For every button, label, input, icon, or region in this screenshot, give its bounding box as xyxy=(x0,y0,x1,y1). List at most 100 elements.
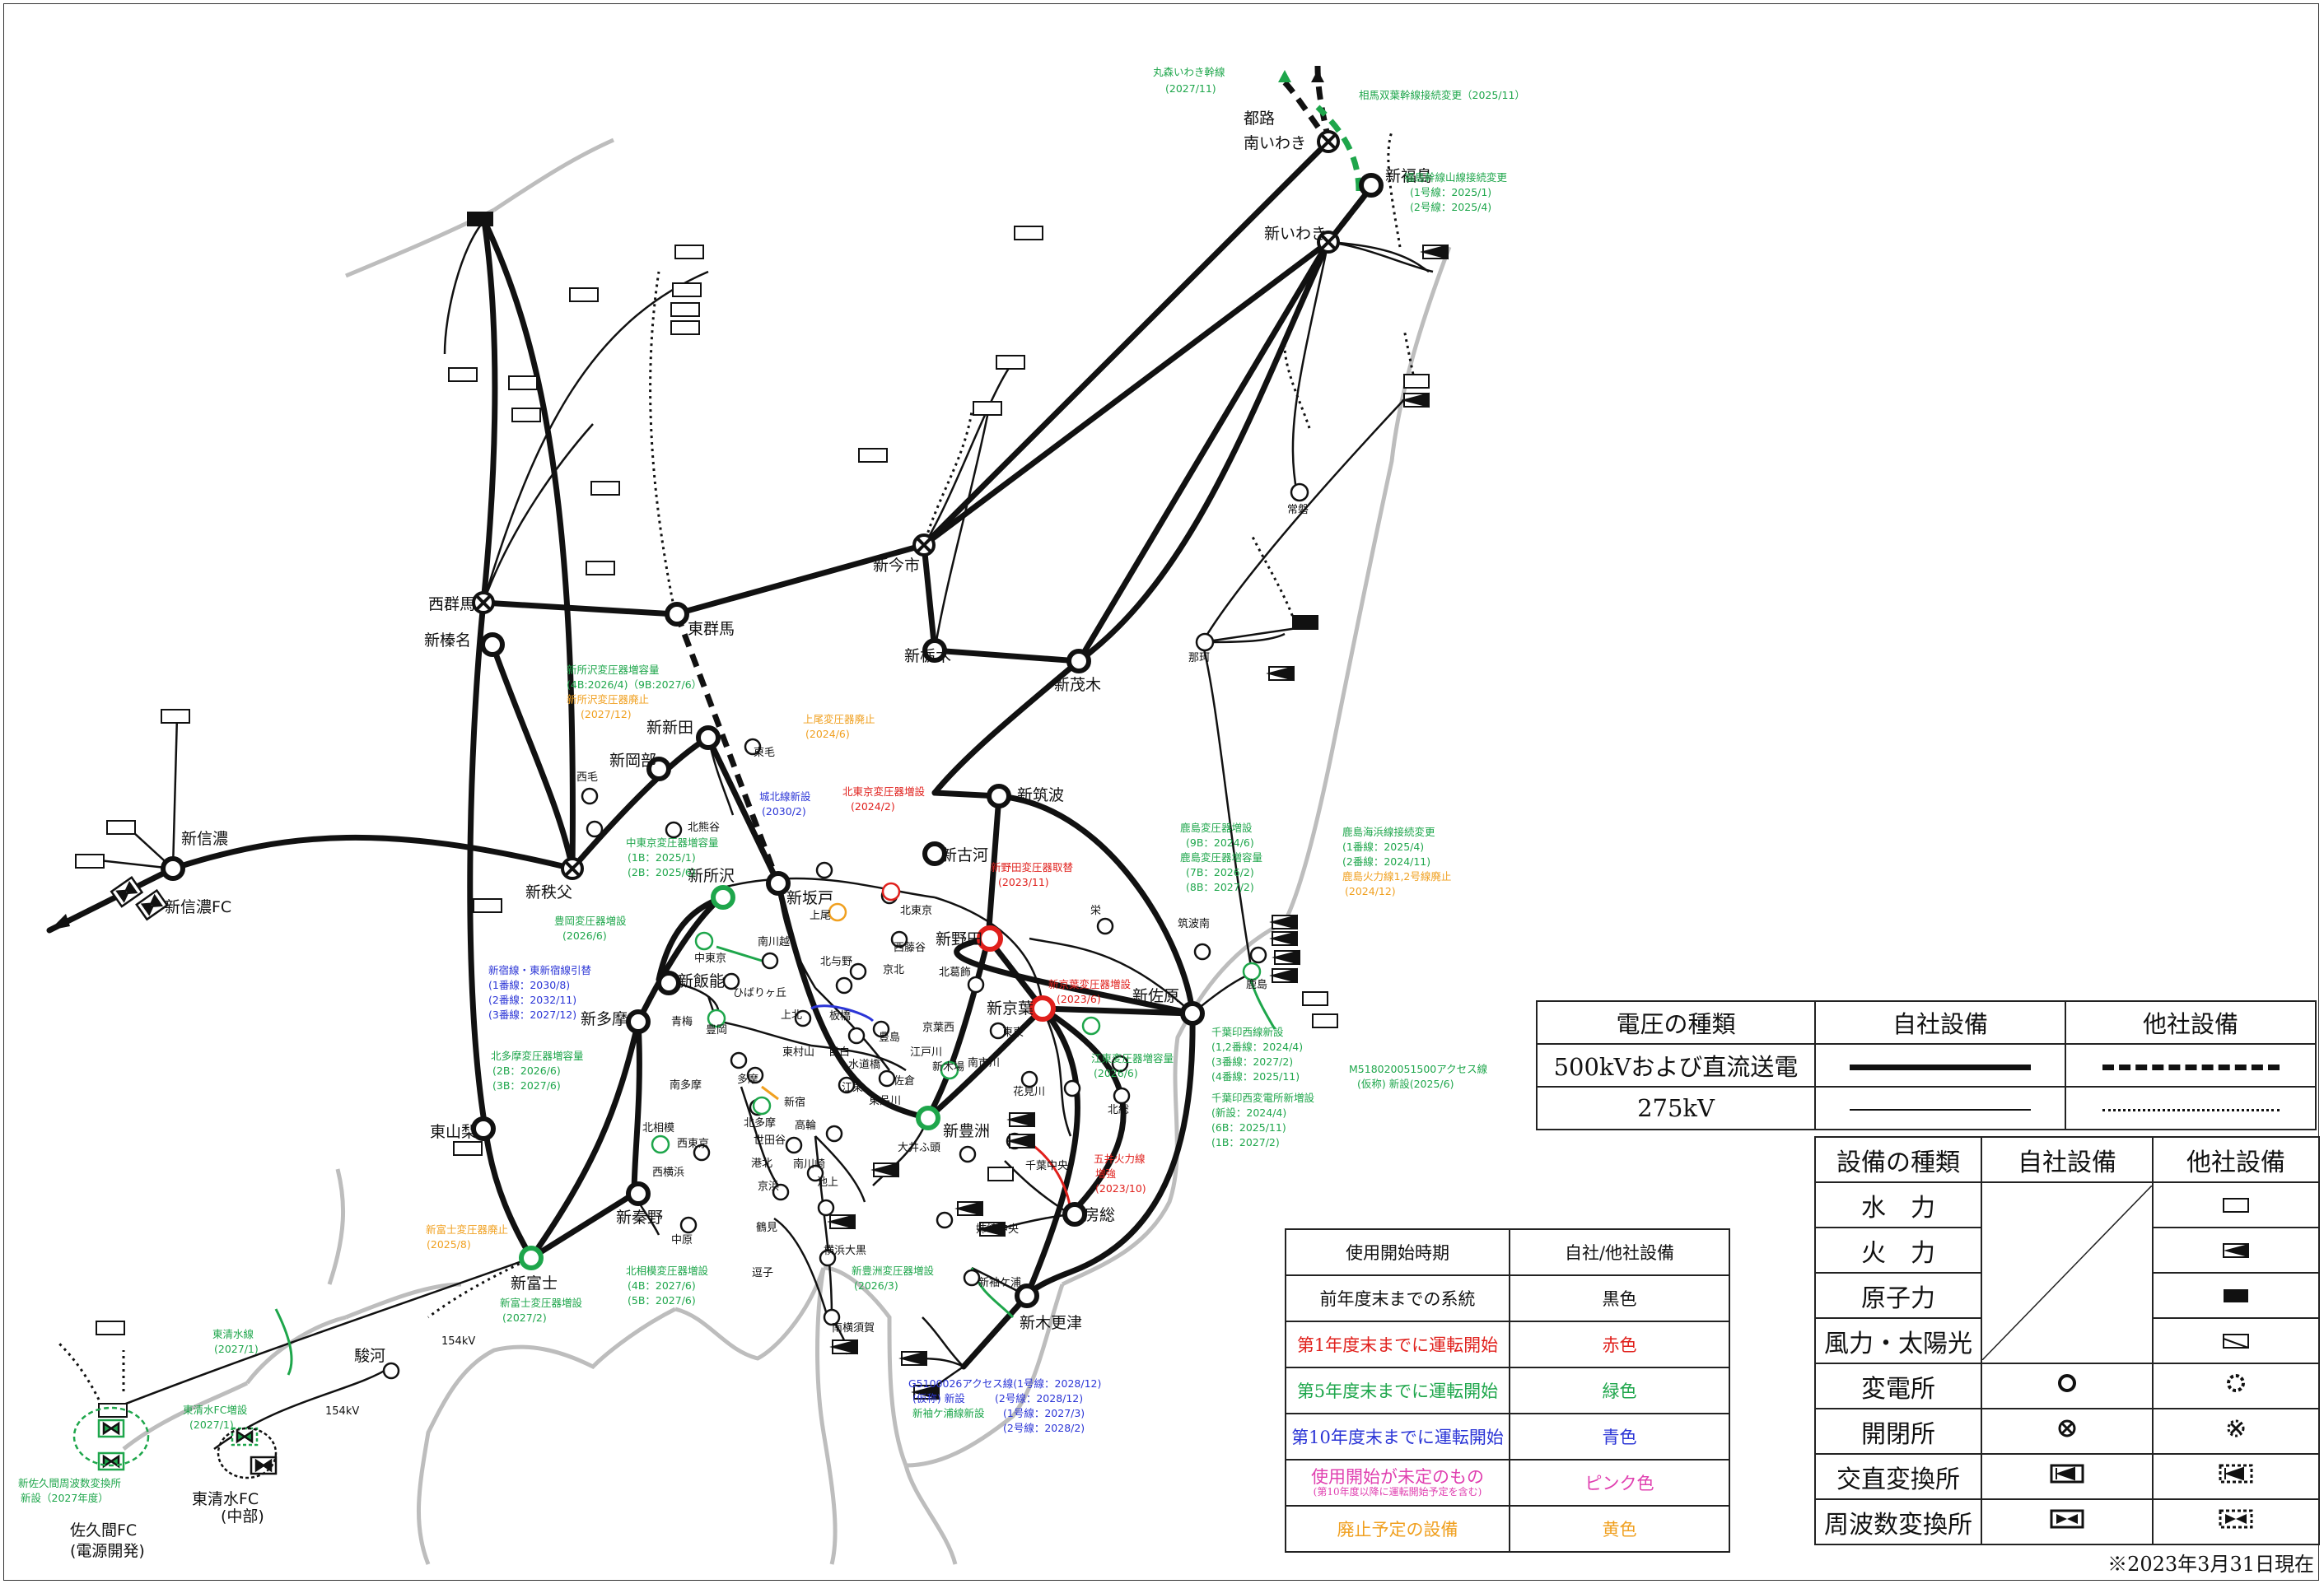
label-shin-nitta: 新新田 xyxy=(646,719,693,737)
switching-stations xyxy=(472,130,1340,880)
svg-text:千葉印西変電所新増設: 千葉印西変電所新増設 xyxy=(1211,1092,1315,1104)
legend-facility-other: 他社設備 xyxy=(2152,1136,2320,1183)
svg-text:(1B：2025/1): (1B：2025/1) xyxy=(628,851,696,864)
label-tomo: 東毛 xyxy=(754,746,775,759)
svg-text:(2030/2): (2030/2) xyxy=(762,805,806,818)
label-joban: 常磐 xyxy=(1287,504,1309,516)
svg-text:(6B：2025/11): (6B：2025/11) xyxy=(1211,1121,1286,1134)
label-higashi-yamanashi: 東山梨 xyxy=(430,1123,477,1141)
legend-facility-header: 設備の種類 xyxy=(1814,1136,1982,1183)
legend-thermal: 火 力 xyxy=(1814,1227,1982,1274)
legend-facility: 設備の種類 自社設備 他社設備 水 力 火 力 原子力 風力・太陽光 変電所 開… xyxy=(1814,1136,2320,1545)
legend-275kv-own-line xyxy=(1850,1109,2031,1111)
as-of-date: ※2023年3月31日現在 xyxy=(2107,1553,2314,1576)
lines-500kv-other xyxy=(674,65,1375,885)
switching-icon xyxy=(2056,1418,2078,1439)
svg-text:(新設：2024/4): (新設：2024/4) xyxy=(1211,1106,1286,1119)
label-shin-noda: 新野田 xyxy=(936,930,982,948)
svg-text:(2023/10): (2023/10) xyxy=(1095,1182,1146,1195)
svg-text:(2023/6): (2023/6) xyxy=(1057,993,1101,1005)
label-kita-yono: 北与野 xyxy=(820,956,852,968)
svg-text:(5B：2027/6): (5B：2027/6) xyxy=(628,1294,696,1307)
label-sakae: 栄 xyxy=(1090,905,1101,917)
label-nishi-yokohama: 西横浜 xyxy=(652,1167,684,1179)
svg-text:(2号線：2028/12): (2号線：2028/12) xyxy=(995,1392,1083,1405)
label-shin-motegi: 新茂木 xyxy=(1054,676,1101,694)
svg-text:相馬双葉幹線接続変更（2025/11）: 相馬双葉幹線接続変更（2025/11） xyxy=(1359,89,1525,101)
legend-voltage: 電圧の種類 自社設備 他社設備 500kVおよび直流送電 275kV xyxy=(1536,1000,2317,1130)
label-tsurumi: 鶴見 xyxy=(756,1221,777,1234)
label-shin-tochigi: 新栃木 xyxy=(904,647,951,665)
label-kita-tokyo: 北東京 xyxy=(900,904,932,917)
svg-text:千葉印西線新設: 千葉印西線新設 xyxy=(1211,1026,1284,1038)
label-nishi-gunma: 西群馬 xyxy=(428,595,475,613)
substations-new xyxy=(519,885,1056,1270)
svg-text:新宿線・東新宿線引替: 新宿線・東新宿線引替 xyxy=(488,964,592,976)
legend-voltage-other: 他社設備 xyxy=(2065,1000,2317,1045)
substation-other-icon xyxy=(2225,1372,2247,1394)
label-shin-kiba: 新木場 xyxy=(932,1060,964,1074)
svg-text:(2番線：2024/11): (2番線：2024/11) xyxy=(1342,855,1430,868)
svg-text:(4B：2027/6): (4B：2027/6) xyxy=(628,1279,696,1292)
label-kamikita: 上北 xyxy=(781,1009,802,1022)
label-dengen: (電源開発) xyxy=(70,1542,145,1560)
label-higashi-shimizu-fc: 東清水FC xyxy=(192,1490,259,1508)
ac-dc-converter-icon xyxy=(2050,1463,2084,1484)
label-minami-ichikawa: 南市川 xyxy=(968,1056,1000,1069)
period-undecided-label: 使用開始が未定のもの xyxy=(1311,1466,1484,1487)
label-shin-shinano-fc: 新信濃FC xyxy=(165,898,231,916)
label-shin-edogawa: 江戸川 xyxy=(910,1046,942,1059)
legend-voltage-header: 電圧の種類 xyxy=(1536,1000,1816,1045)
legend-own-diagonal xyxy=(1981,1181,2154,1364)
svg-text:(2027/1): (2027/1) xyxy=(214,1343,259,1355)
svg-text:M518020051500アクセス線: M518020051500アクセス線 xyxy=(1349,1063,1488,1075)
label-boso: 房総 xyxy=(1084,1206,1115,1224)
lines-500kv xyxy=(46,138,1376,1370)
svg-text:上尾変圧器廃止: 上尾変圧器廃止 xyxy=(803,713,875,725)
substation-icon xyxy=(2056,1372,2078,1394)
period-prev: 前年度末までの系統 xyxy=(1285,1274,1510,1322)
label-toshima: 豊島 xyxy=(879,1032,900,1044)
svg-text:(3番線：2027/12): (3番線：2027/12) xyxy=(488,1009,576,1021)
svg-text:G5100026アクセス線(1号線：2028/12): G5100026アクセス線(1号線：2028/12) xyxy=(908,1377,1101,1390)
period-undecided-sub: (第10年度以降に運転開始予定を含む) xyxy=(1313,1485,1482,1498)
label-saimo: 西毛 xyxy=(576,771,598,784)
label-kamio: 上尾 xyxy=(810,910,831,922)
label-shin-haruna: 新榛名 xyxy=(424,631,471,650)
legend-nuclear: 原子力 xyxy=(1814,1272,1982,1319)
annotations: 丸森いわき幹線 (2027/11) 相馬双葉幹線接続変更（2025/11） 福島… xyxy=(18,66,1525,1504)
label-shin-fukushima: 新福島 xyxy=(1385,167,1432,185)
label-keihoku: 京北 xyxy=(883,964,904,976)
svg-text:東清水線: 東清水線 xyxy=(212,1328,254,1340)
label-mejiro: 目白 xyxy=(828,1046,850,1059)
svg-text:城北線新設: 城北線新設 xyxy=(759,790,811,803)
label-minami-kawasaki: 南川崎 xyxy=(793,1158,825,1171)
color-yellow: 黄色 xyxy=(1509,1505,1730,1553)
svg-text:新富士変圧器廃止: 新富士変圧器廃止 xyxy=(426,1223,508,1236)
label-shin-hadano: 新秦野 xyxy=(616,1209,663,1227)
label-kitasou: 北総 xyxy=(1108,1104,1129,1116)
label-yokohama-ohguro: 横浜大黒 xyxy=(824,1245,866,1257)
svg-text:(1番線：2025/4): (1番線：2025/4) xyxy=(1342,841,1424,853)
label-shin-sakado: 新坂戸 xyxy=(786,889,833,907)
label-kashima: 鹿島 xyxy=(1246,978,1267,991)
svg-text:北多摩変圧器増容量: 北多摩変圧器増容量 xyxy=(491,1050,584,1062)
svg-text:江東変圧器増容量: 江東変圧器増容量 xyxy=(1091,1052,1174,1065)
label-sakura: 佐倉 xyxy=(894,1075,915,1088)
wind-solar-icon xyxy=(2223,1334,2249,1349)
svg-text:(2号線：2028/2): (2号線：2028/2) xyxy=(1003,1422,1085,1434)
label-keiyo-nishi: 京葉西 xyxy=(922,1022,954,1034)
label-shin-chichibu: 新秩父 xyxy=(525,883,572,901)
label-shin-kisarazu: 新木更津 xyxy=(1020,1314,1082,1332)
label-higashi-gunma: 東群馬 xyxy=(688,620,735,638)
svg-text:(7B：2026/2): (7B：2026/2) xyxy=(1186,866,1254,878)
label-keihin: 京浜 xyxy=(758,1181,779,1193)
label-minami-iwaki: 南いわき xyxy=(1244,134,1306,152)
svg-text:(2023/11): (2023/11) xyxy=(998,876,1049,888)
svg-text:(4B:2026/4)（9B:2027/6）: (4B:2026/4)（9B:2027/6） xyxy=(567,678,702,691)
legend-275kv-other-line xyxy=(2102,1108,2280,1111)
label-zushi: 逗子 xyxy=(752,1267,773,1279)
svg-text:(2027/11): (2027/11) xyxy=(1165,82,1216,95)
lines-planned-green xyxy=(1315,105,1362,192)
label-shin-tokorozawa: 新所沢 xyxy=(688,867,735,885)
